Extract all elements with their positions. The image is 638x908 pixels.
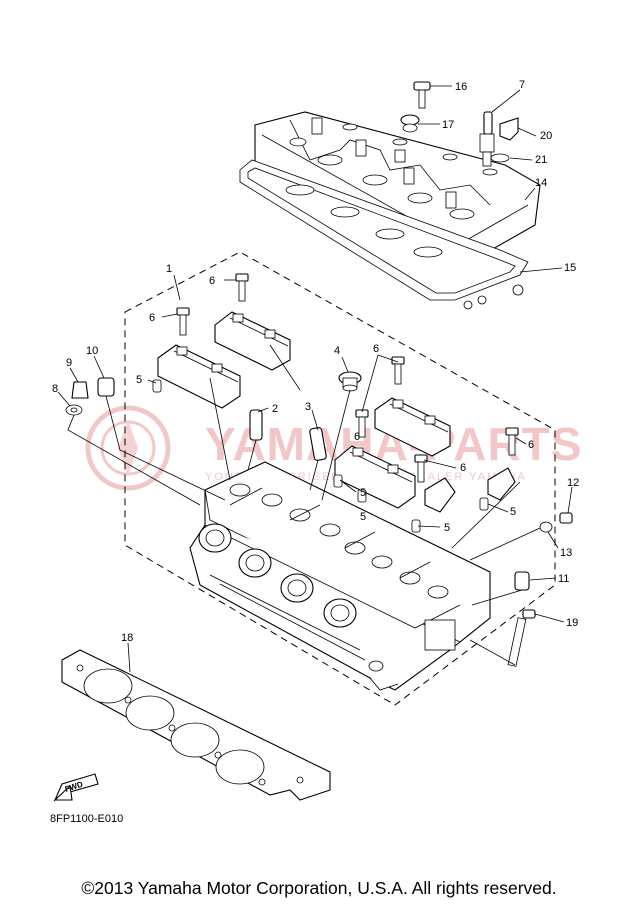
diagram-code: 8FP1100-E010 xyxy=(50,813,124,825)
fwd-arrow-icon: FWD xyxy=(53,773,99,802)
fitting-10 xyxy=(97,377,115,397)
callout-6d: 6 xyxy=(528,439,534,451)
cap-bolts xyxy=(176,273,519,483)
callout-21: 21 xyxy=(535,154,547,166)
callout-11: 11 xyxy=(558,573,569,585)
cam-chain-guide-caps xyxy=(424,467,516,513)
valve-guide-2 xyxy=(249,409,263,441)
callout-9: 9 xyxy=(66,357,72,369)
head-cover-gasket xyxy=(239,159,529,310)
callout-15: 15 xyxy=(564,262,576,274)
washer-8 xyxy=(65,404,83,416)
camshaft-cap-upper-left xyxy=(214,311,291,371)
callout-7: 7 xyxy=(519,79,525,91)
callout-labels: 1 2 3 4 5 5 5 5 5 6 6 6 6 6 6 7 8 9 10 1… xyxy=(52,79,579,644)
copyright-notice: ©2013 Yamaha Motor Corporation, U.S.A. A… xyxy=(81,878,557,898)
camshaft-cap-lower-left xyxy=(157,344,241,409)
callout-6e: 6 xyxy=(460,462,466,474)
grommet-17 xyxy=(400,114,420,133)
callout-10: 10 xyxy=(86,345,98,357)
leader-lines xyxy=(57,85,573,673)
cap-nut-9 xyxy=(71,381,89,399)
callout-5d: 5 xyxy=(510,506,516,518)
callout-2: 2 xyxy=(272,403,278,415)
callout-4: 4 xyxy=(334,345,340,357)
valve-guide-3 xyxy=(309,427,327,461)
callout-6b: 6 xyxy=(149,312,155,324)
stud-bolt-19 xyxy=(507,609,536,667)
sensor-7 xyxy=(479,111,495,167)
callout-1: 1 xyxy=(166,263,172,275)
bolt-12 xyxy=(559,512,573,524)
fitting-11 xyxy=(514,571,530,591)
camshaft-cap-upper-right xyxy=(374,397,451,457)
cylinder-head xyxy=(189,461,491,691)
callout-13: 13 xyxy=(560,547,572,559)
callout-5b: 5 xyxy=(360,487,366,499)
callout-3: 3 xyxy=(305,401,311,413)
watermark-logo-icon xyxy=(85,405,171,491)
callout-16: 16 xyxy=(455,81,467,93)
connector-20 xyxy=(499,117,519,141)
callout-5a: 5 xyxy=(136,374,142,386)
exploded-parts-diagram: YAMAHA-PARTS YOUR AUTHORISED YAMAHA DEAL… xyxy=(52,79,581,802)
callout-12: 12 xyxy=(567,477,579,489)
camshaft-cap-lower-right xyxy=(334,445,416,509)
callout-6c: 6 xyxy=(373,343,379,355)
callout-20: 20 xyxy=(540,130,552,142)
dowel-pins xyxy=(152,379,489,533)
callout-5e: 5 xyxy=(360,511,366,523)
o-ring-21 xyxy=(490,153,510,163)
callout-8: 8 xyxy=(52,383,58,395)
plug-4 xyxy=(338,371,362,392)
callout-6f: 6 xyxy=(354,431,360,443)
washer-13 xyxy=(539,521,553,533)
callout-6a: 6 xyxy=(209,275,215,287)
callout-19: 19 xyxy=(566,617,578,629)
cylinder-head-gasket xyxy=(61,649,331,801)
callout-14: 14 xyxy=(535,177,547,189)
callout-5c: 5 xyxy=(444,522,450,534)
fwd-label: FWD xyxy=(64,780,84,794)
cover-bolt-16 xyxy=(413,81,431,109)
callout-17: 17 xyxy=(442,119,454,131)
callout-18: 18 xyxy=(121,632,133,644)
